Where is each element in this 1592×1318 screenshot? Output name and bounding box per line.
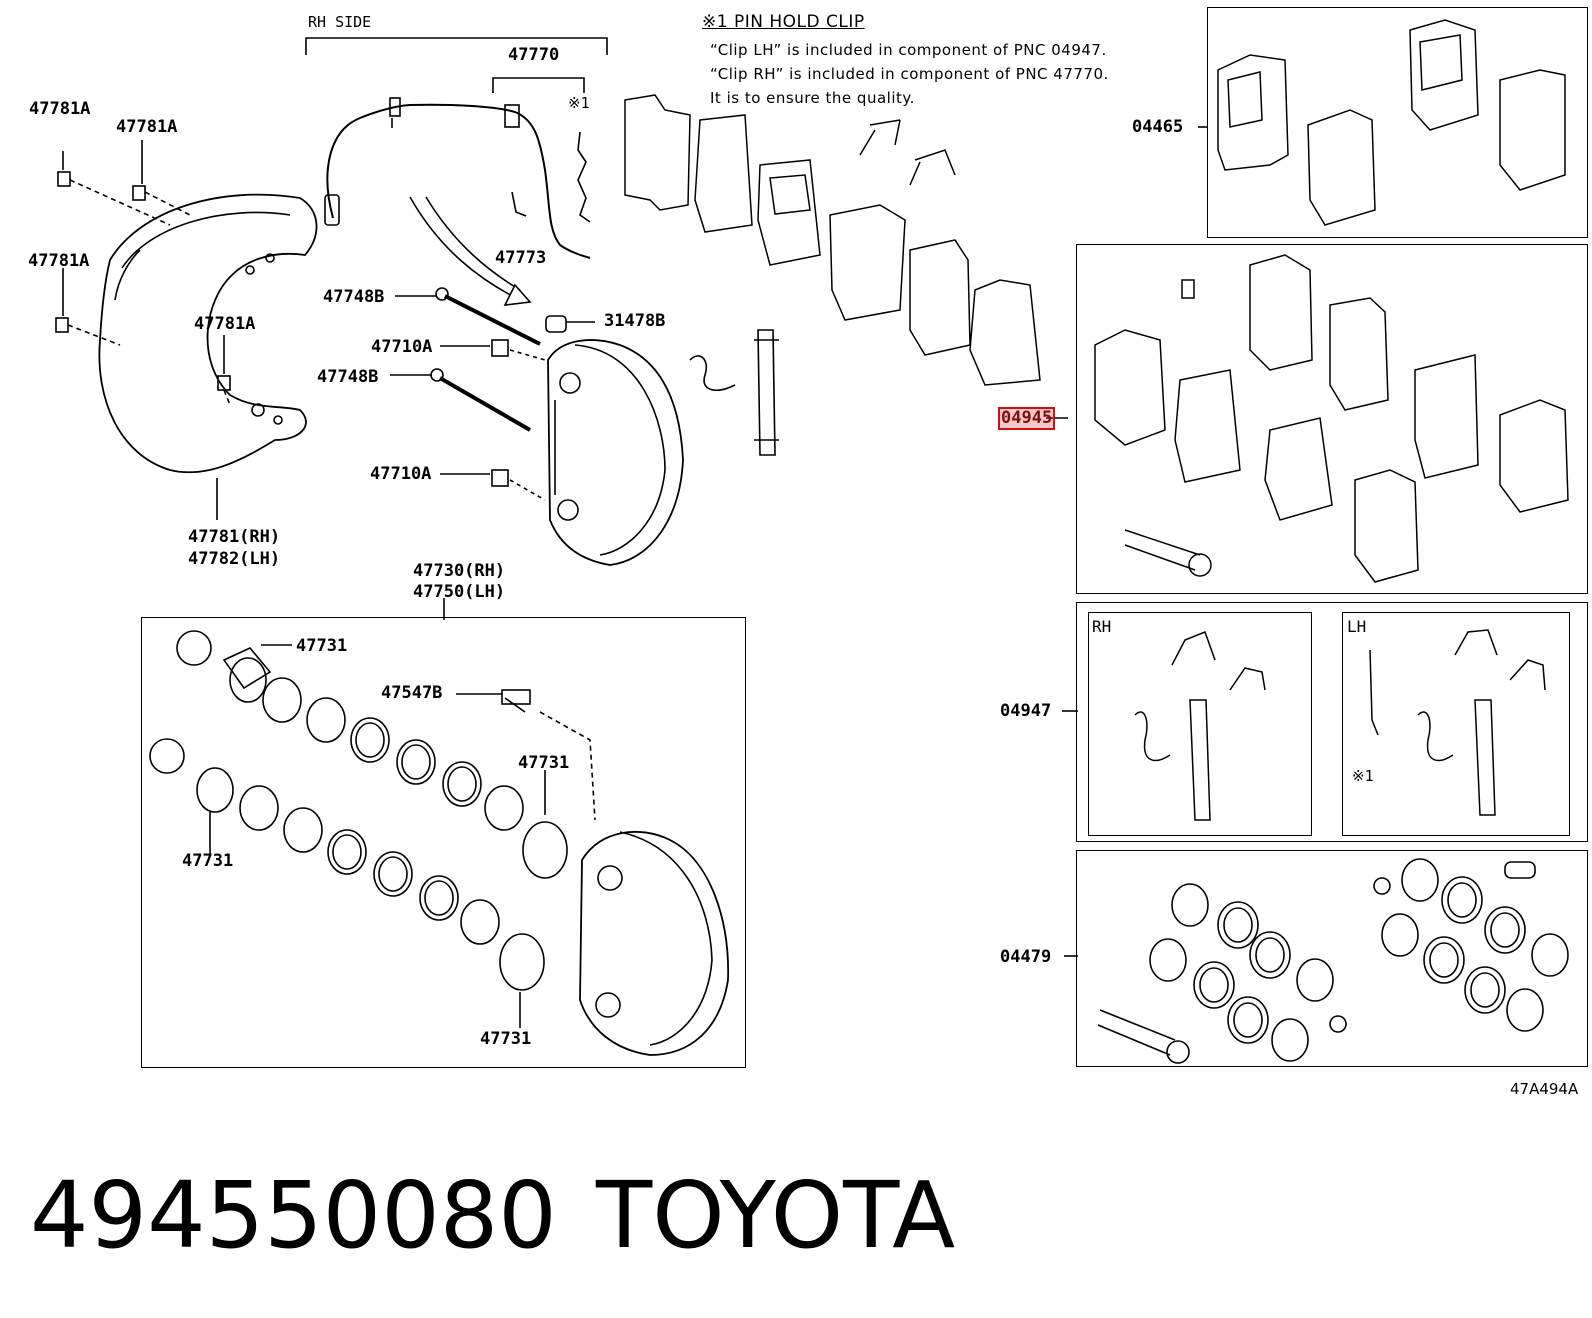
part-label-04465: 04465 xyxy=(1132,117,1184,137)
kit-box-04465 xyxy=(1207,7,1588,238)
part-label-47770: 47770 xyxy=(508,45,560,65)
kit-box-04947-rh xyxy=(1088,612,1312,836)
part-label-47781a-4: 47781A xyxy=(194,314,256,334)
part-number: 494550080 xyxy=(30,1162,557,1269)
part-label-47731-2: 47731 xyxy=(518,753,570,773)
brand-name: TOYOTA xyxy=(596,1162,956,1269)
part-label-04945-highlighted: 04945 xyxy=(997,407,1056,430)
part-label-47781a-3: 47781A xyxy=(28,251,90,271)
part-label-31478b: 31478B xyxy=(604,311,666,331)
caliper-detail-box xyxy=(141,617,746,1068)
part-label-47750-lh: 47750(LH) xyxy=(413,582,506,602)
part-label-47773: 47773 xyxy=(495,248,547,268)
part-label-47781a-2: 47781A xyxy=(116,117,178,137)
part-label-04947: 04947 xyxy=(1000,701,1052,721)
note-line-3: It is to ensure the quality. xyxy=(710,89,915,107)
part-label-47731-4: 47731 xyxy=(480,1029,532,1049)
note-line-1: “Clip LH” is included in component of PN… xyxy=(710,41,1107,59)
part-label-47782-lh: 47782(LH) xyxy=(188,549,281,569)
part-label-47748b-2: 47748B xyxy=(317,367,379,387)
part-label-47730-rh: 47730(RH) xyxy=(413,561,506,581)
part-label-47748b-1: 47748B xyxy=(323,287,385,307)
note-line-2: “Clip RH” is included in component of PN… xyxy=(710,65,1109,83)
kit-box-04479 xyxy=(1076,850,1588,1067)
part-label-47547b: 47547B xyxy=(381,683,443,703)
note-mark-top: ※1 xyxy=(568,94,590,112)
part-label-47710a-1: 47710A xyxy=(371,337,433,357)
rh-side-label: RH SIDE xyxy=(308,13,372,31)
part-label-47781a-1: 47781A xyxy=(29,99,91,119)
box-label-rh: RH xyxy=(1092,617,1112,636)
box-label-lh: LH xyxy=(1347,617,1367,636)
kit-box-04947-lh xyxy=(1342,612,1570,836)
drawing-code: 47A494A xyxy=(1510,1080,1579,1098)
kit-box-04945 xyxy=(1076,244,1588,594)
part-label-47731-1: 47731 xyxy=(296,636,348,656)
note-mark-lh: ※1 xyxy=(1352,767,1374,785)
part-label-47710a-2: 47710A xyxy=(370,464,432,484)
part-label-47781-rh: 47781(RH) xyxy=(188,527,281,547)
part-label-47731-3: 47731 xyxy=(182,851,234,871)
kit-box-04947 xyxy=(1076,602,1588,842)
note-title: ※1 PIN HOLD CLIP xyxy=(702,12,865,32)
part-label-04479: 04479 xyxy=(1000,947,1052,967)
